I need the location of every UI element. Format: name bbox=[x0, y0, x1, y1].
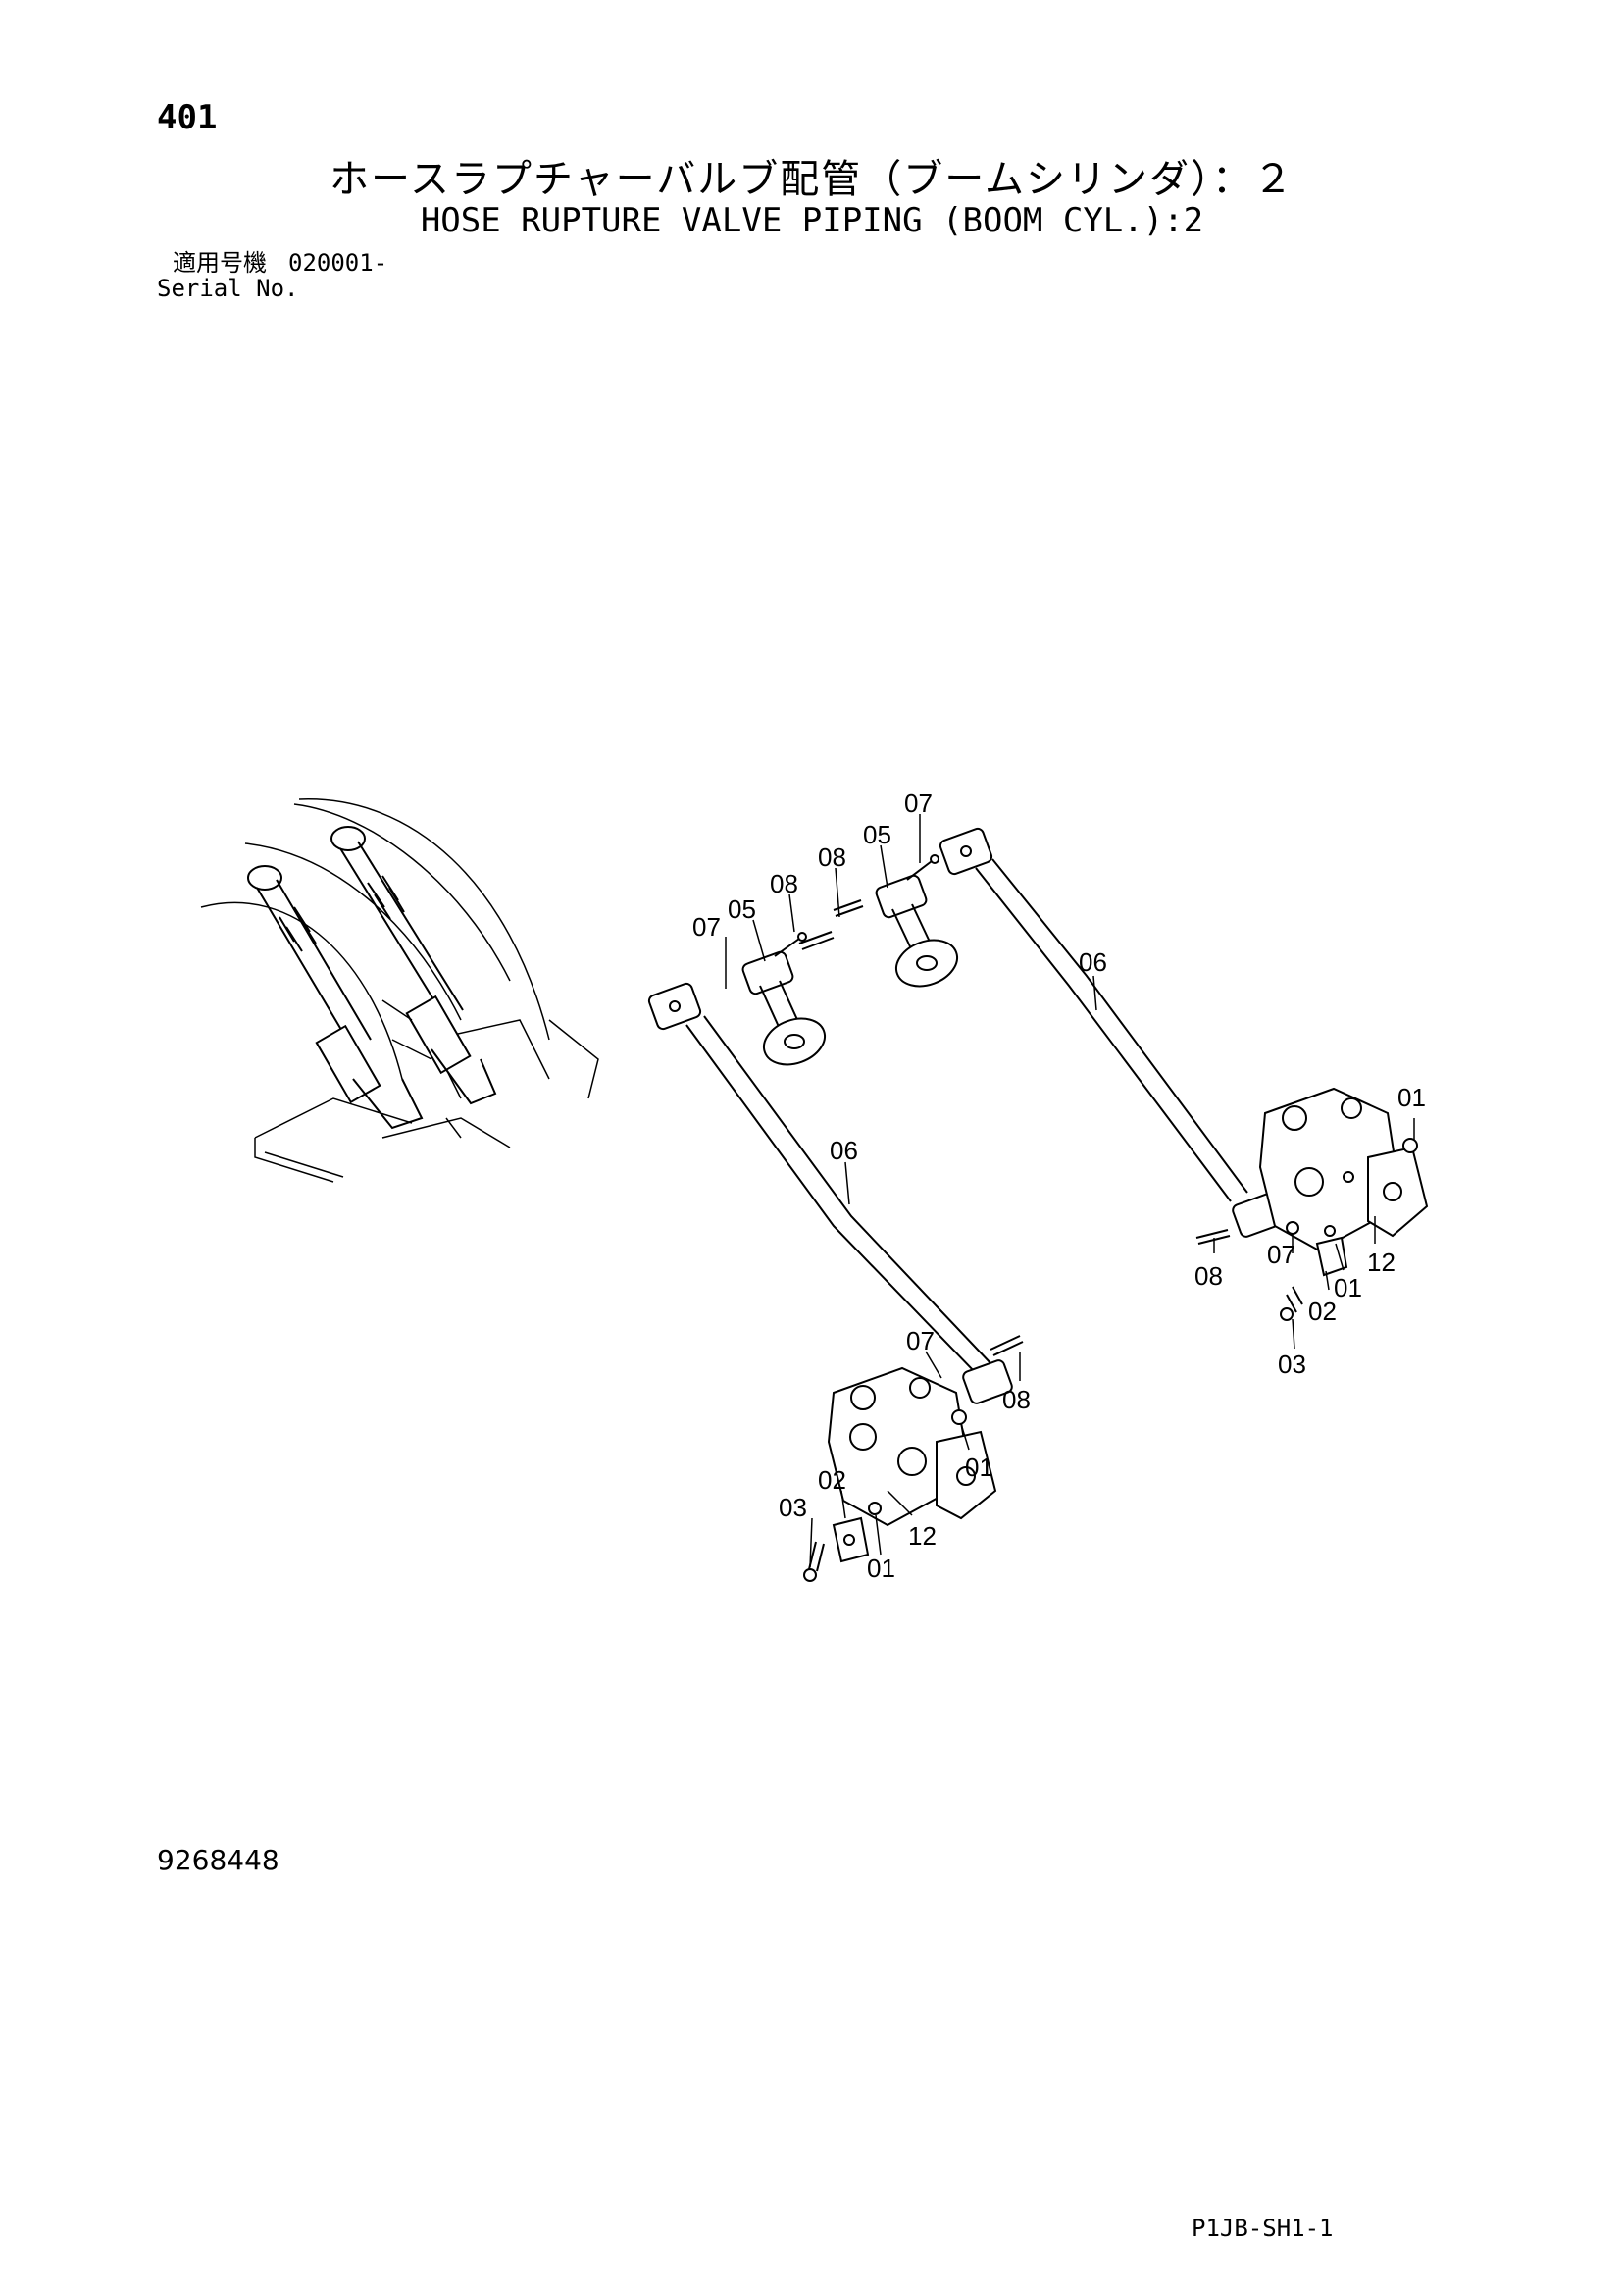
callout-12: 12 bbox=[1367, 1248, 1396, 1277]
figure-number: 9268448 bbox=[157, 1844, 279, 1876]
callout-12: 12 bbox=[908, 1521, 937, 1551]
callout-08: 08 bbox=[1194, 1261, 1223, 1291]
top-flange-right bbox=[875, 854, 958, 988]
callout-07: 07 bbox=[906, 1326, 935, 1355]
pipe-06-right bbox=[939, 827, 1283, 1238]
bolts-08 bbox=[798, 899, 1231, 1356]
callout-01: 01 bbox=[1397, 1083, 1426, 1112]
valve-assembly-left bbox=[803, 1366, 997, 1582]
callout-02: 02 bbox=[1308, 1297, 1337, 1326]
serial-block: 適用号機 020001- Serial No. bbox=[157, 250, 387, 301]
callout-08: 08 bbox=[818, 842, 846, 872]
serial-label-japanese: 適用号機 bbox=[173, 249, 267, 277]
callout-05: 05 bbox=[863, 820, 891, 849]
callout-07: 07 bbox=[692, 912, 721, 942]
valve-assembly-right bbox=[1258, 1087, 1429, 1321]
sheet-code: P1JB-SH1-1 bbox=[1192, 2215, 1334, 2242]
callout-06: 06 bbox=[1079, 947, 1107, 977]
page-title-japanese: ホースラプチャーバルブ配管（ブームシリンダ）：２ bbox=[330, 157, 1294, 202]
top-flange-left bbox=[741, 932, 826, 1066]
callout-06: 06 bbox=[830, 1136, 858, 1165]
callout-01: 01 bbox=[965, 1453, 993, 1482]
callout-08: 08 bbox=[1002, 1385, 1031, 1414]
callout-01: 01 bbox=[867, 1554, 895, 1583]
leader-lines bbox=[725, 814, 1415, 1568]
callout-07: 07 bbox=[1267, 1240, 1295, 1269]
page-number: 401 bbox=[157, 98, 218, 137]
serial-label-english: Serial No. bbox=[157, 275, 299, 302]
callout-01: 01 bbox=[1334, 1273, 1362, 1302]
callout-03: 03 bbox=[1278, 1350, 1306, 1379]
callout-05: 05 bbox=[728, 894, 756, 924]
callout-08: 08 bbox=[770, 869, 798, 898]
callout-labels: 07 05 08 08 05 07 06 06 01 08 07 12 01 0… bbox=[692, 789, 1426, 1583]
page-title-english: HOSE RUPTURE VALVE PIPING (BOOM CYL.):2 bbox=[420, 201, 1204, 240]
serial-value: 020001- bbox=[288, 249, 388, 277]
pipe-06-left bbox=[647, 982, 1013, 1404]
callout-03: 03 bbox=[779, 1493, 807, 1522]
callout-07: 07 bbox=[904, 789, 933, 818]
serial-row: 適用号機 020001- bbox=[157, 250, 387, 276]
machine-overview-illustration bbox=[200, 798, 599, 1183]
callout-02: 02 bbox=[818, 1465, 846, 1495]
